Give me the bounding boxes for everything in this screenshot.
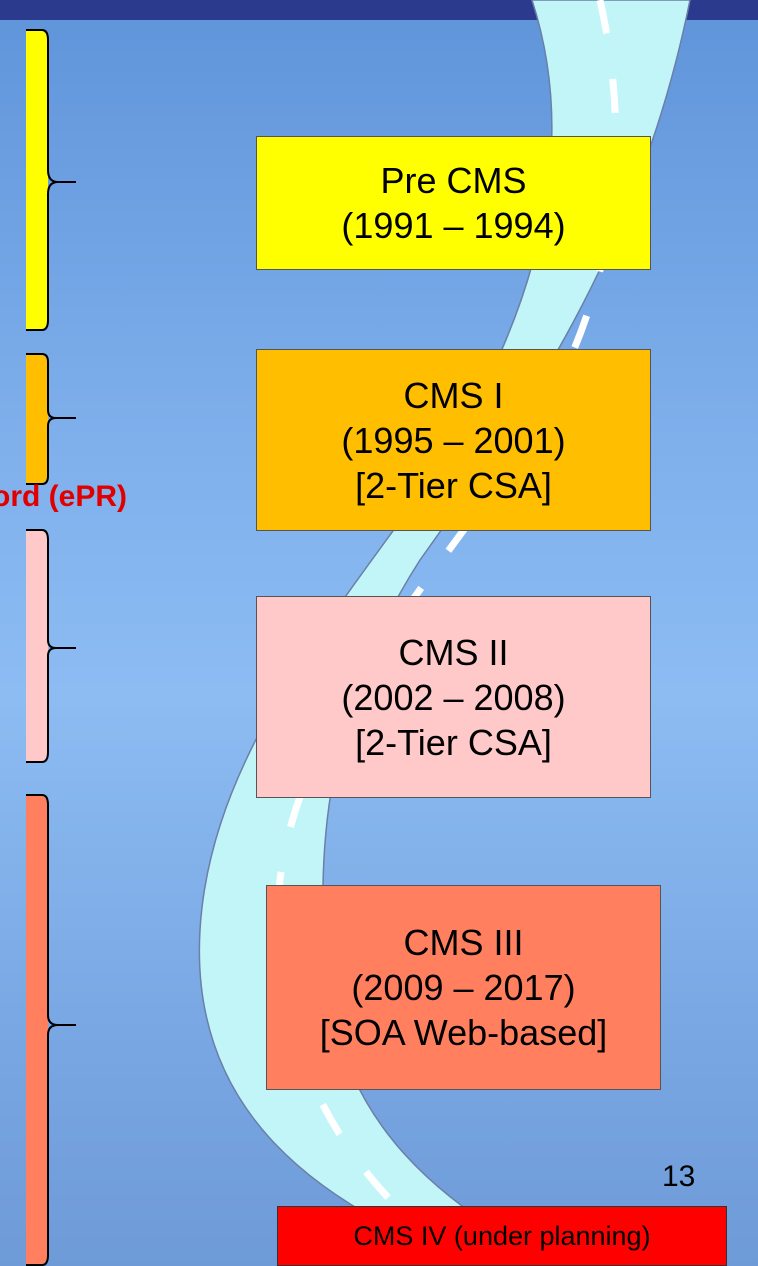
timeline-bar-cms-i xyxy=(26,354,48,484)
stage-title: CMS II xyxy=(257,630,650,675)
stage-title: CMS IV (under planning) xyxy=(278,1221,726,1251)
timeline-bar-cms-iii xyxy=(26,795,48,1265)
stage-years: (2002 – 2008) xyxy=(257,675,650,720)
timeline-bar-pre-cms xyxy=(26,30,48,330)
side-label-epr: ord (ePR) xyxy=(0,480,127,514)
page-number: 13 xyxy=(662,1160,695,1194)
stage-box-cms-iii: CMS III (2009 – 2017) [SOA Web-based] xyxy=(266,885,661,1090)
stage-box-cms-iv: CMS IV (under planning) xyxy=(277,1206,727,1266)
stage-architecture: [2-Tier CSA] xyxy=(257,463,650,508)
stage-box-cms-i: CMS I (1995 – 2001) [2-Tier CSA] xyxy=(256,349,651,531)
stage-years: (1995 – 2001) xyxy=(257,418,650,463)
stage-box-pre-cms: Pre CMS (1991 – 1994) xyxy=(256,136,651,270)
timeline-bar-cms-ii xyxy=(26,530,48,762)
stage-title: Pre CMS xyxy=(257,158,650,203)
stage-years: (2009 – 2017) xyxy=(267,965,660,1010)
stage-years: (1991 – 1994) xyxy=(257,203,650,248)
stage-box-cms-ii: CMS II (2002 – 2008) [2-Tier CSA] xyxy=(256,596,651,798)
stage-title: CMS III xyxy=(267,920,660,965)
stage-title: CMS I xyxy=(257,373,650,418)
stage-architecture: [2-Tier CSA] xyxy=(257,720,650,765)
stage-architecture: [SOA Web-based] xyxy=(267,1010,660,1055)
